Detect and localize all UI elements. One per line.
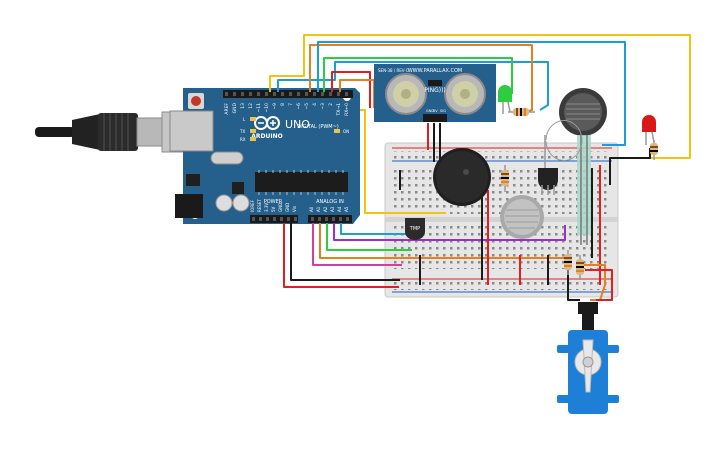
wire-blue [277, 61, 549, 111]
pin-label: A0 [309, 206, 314, 212]
sensor-site-label: WWW.PARALLAX.COM [408, 68, 463, 74]
reset-button[interactable] [188, 93, 204, 109]
arduino-uno-board[interactable]: AREF GND 13 12 ~11 ~10 ~9 8 7 ~6 ~5 4 ~3… [169, 88, 360, 224]
on-label: ON [343, 129, 349, 134]
pin-label: Vin [292, 205, 297, 212]
wire-led-black [609, 148, 651, 185]
wire-green-2 [326, 223, 412, 251]
pin-label: IOREF [250, 199, 255, 212]
pin-label: 7 [288, 103, 294, 106]
pin-label: AREF [224, 103, 230, 115]
pin-label: ~9 [272, 103, 278, 110]
arduino-logo-icon [254, 116, 280, 130]
temp-sensor-label: TMP [409, 226, 420, 232]
wire-red-5v [283, 223, 399, 288]
pin-label: A2 [323, 206, 328, 212]
power-label: POWER [264, 199, 283, 205]
wire-orange-3 [319, 223, 565, 259]
green-led[interactable] [498, 85, 512, 114]
pin-label: ~6 [296, 103, 302, 110]
pin-label: ~11 [256, 103, 262, 113]
pin-label: ~10 [264, 103, 270, 113]
wire-red-top [331, 71, 371, 108]
capacitor [232, 194, 250, 212]
force-sensor[interactable] [559, 88, 607, 245]
atmega-chip [255, 172, 348, 192]
gas-sensor[interactable] [500, 195, 544, 239]
usb-jack [169, 110, 214, 152]
on-led [334, 129, 340, 133]
power-jack [175, 194, 203, 218]
pin-label: ~3 [320, 103, 326, 110]
analog-pin-labels: A0 A1 A2 A3 A4 A5 [309, 206, 349, 212]
resistor[interactable] [508, 108, 535, 116]
wire-black-gnd [290, 223, 400, 281]
sensor-top-label: SEN-38 / REV-C [378, 68, 409, 73]
digital-pin-labels: AREF GND 13 12 ~11 ~10 ~9 8 7 ~6 ~5 4 ~3… [224, 102, 350, 116]
pin-label: A5 [344, 206, 349, 212]
arduino-brand: ARDUINO [251, 133, 282, 140]
servo-motor[interactable] [557, 302, 619, 414]
wire-yellow-2 [360, 109, 446, 214]
resistor[interactable] [576, 255, 584, 280]
pin-label: A4 [337, 206, 342, 212]
pin-label: SIG [440, 109, 446, 113]
pin-label: GND [285, 203, 290, 212]
wire-purple [333, 223, 566, 241]
analog-header [308, 215, 352, 223]
power-pin-labels: IOREF RESET 3.3V 5V GND GND Vin [250, 199, 297, 212]
pin-label: 5V [271, 206, 276, 212]
transistor[interactable] [538, 168, 558, 195]
wire-magenta [312, 223, 402, 266]
pin-label: 8 [280, 103, 286, 106]
pin-label: RESET [257, 199, 262, 212]
wire-servo-red [585, 269, 613, 301]
piezo-buzzer[interactable] [433, 148, 491, 206]
tx-led [250, 129, 256, 133]
pin-label: 2 [328, 103, 334, 106]
pin-label: 3.3V [264, 203, 269, 212]
capacitor [215, 194, 233, 212]
pin-label: GND [232, 102, 238, 113]
digital-header [223, 90, 353, 98]
pin-label: TX→1 [336, 103, 342, 117]
sensor-pin-labels: GND 5V SIG [426, 109, 446, 113]
digital-header-label: DIGITAL (PWM~) [297, 124, 339, 130]
pin-label: GND [278, 203, 283, 212]
resistor[interactable] [564, 250, 572, 275]
pin-label: 5V [433, 109, 438, 113]
pin-label: 13 [240, 103, 246, 109]
pin-label: 12 [248, 103, 254, 109]
wire-green [323, 57, 513, 94]
rx-label: RX [240, 137, 246, 142]
pin-label: 4 [312, 103, 318, 106]
resistor[interactable] [501, 165, 509, 192]
analog-label: ANALOG IN [316, 199, 344, 205]
wire-yellow [269, 34, 691, 159]
pin-label: A3 [330, 206, 335, 212]
crystal [210, 151, 244, 165]
pin-label: RX←0 [344, 103, 350, 116]
pin-label: A1 [316, 206, 321, 212]
ultrasonic-sensor[interactable]: SEN-38 / REV-C WWW.PARALLAX.COM PING))) … [374, 64, 496, 122]
tx-label: TX [239, 129, 245, 134]
pin-label: GND [426, 109, 434, 113]
resistor[interactable] [650, 140, 658, 160]
l-led [250, 117, 256, 121]
l-label: L [243, 117, 246, 122]
wire-blue-2 [317, 41, 626, 146]
rx-led [250, 137, 256, 141]
arduino-model: UNO [285, 118, 310, 131]
temperature-sensor[interactable]: TMP [405, 218, 425, 240]
pin-label: ~5 [304, 103, 310, 110]
sensor-name: PING))) [424, 87, 446, 94]
